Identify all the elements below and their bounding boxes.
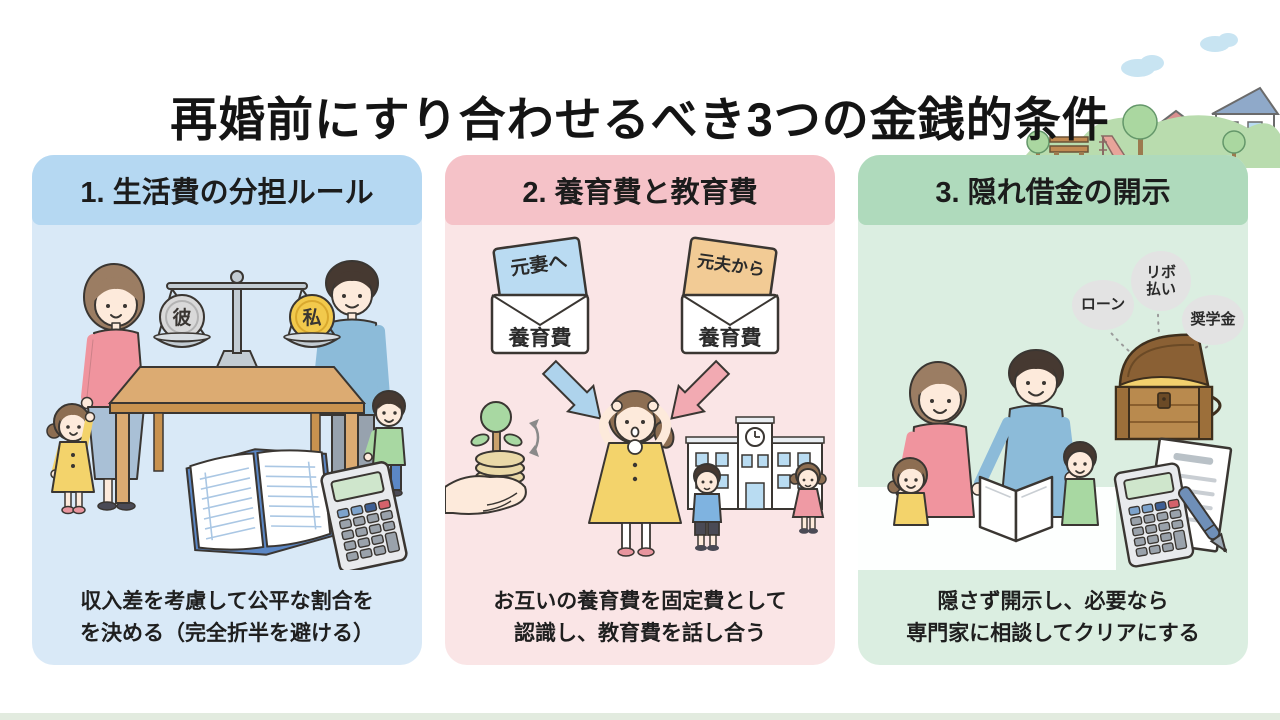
envelope-label: 養育費 — [508, 326, 572, 350]
cloud-icon — [1121, 33, 1238, 77]
caption-line: お互いの養育費を固定費として — [493, 589, 787, 613]
caption-line: 収入差を考慮して公平な割合を — [80, 589, 374, 613]
family-group — [887, 349, 1099, 543]
envelope-label: 養育費 — [698, 326, 762, 350]
caption-line: 認識し、教育費を話し合う — [514, 622, 766, 646]
debt-bubble-loan: ローン — [1072, 280, 1134, 330]
schoolgirl-figure — [789, 462, 827, 534]
envelope-from-ex-husband: 元夫から 養育費 — [680, 236, 780, 355]
hand-coins-sprout — [444, 401, 540, 515]
panel-1-heading: 1. 生活費の分担ルール — [32, 155, 422, 225]
envelope-to-ex-wife: 元妻へ 養育費 — [490, 236, 590, 355]
page-title: 再婚前にすり合わせるべき3つの金銭的条件 — [170, 93, 1110, 147]
panel-hidden-debt: 3. 隠れ借金の開示 — [858, 155, 1248, 665]
debt-trails — [1107, 312, 1211, 366]
panel-3-illustration: ローン リボ払い 奨学金 — [858, 225, 1248, 570]
panel-living-cost-rules: 1. 生活費の分担ルール — [32, 155, 422, 665]
arrow-blue-icon — [541, 359, 602, 420]
panel-child-support: 2. 養育費と教育費 元妻へ 養育費 元夫から — [444, 155, 835, 665]
coin-me-label: 私 — [302, 307, 321, 329]
caption-line: を決める（完全折半を避ける） — [80, 622, 374, 646]
balance-scale: 彼 私 — [153, 270, 341, 368]
debt-bubble-scholarship: 奨学金 — [1182, 295, 1244, 345]
girl-figure — [46, 403, 96, 515]
caption-line: 専門家に相談してクリアにする — [906, 622, 1200, 646]
calculator-icon — [1113, 462, 1195, 568]
ledger-book — [185, 448, 336, 556]
treasure-chest — [1114, 333, 1222, 441]
panel-1-illustration: 彼 私 — [32, 225, 422, 573]
boy-figure — [363, 390, 406, 497]
pen-icon — [1177, 486, 1228, 554]
arrow-pink-icon — [670, 359, 731, 420]
schoolboy-figure — [691, 463, 723, 551]
debt-bubble-revolving: リボ払い — [1131, 251, 1191, 311]
table — [107, 366, 367, 504]
child-figure — [588, 390, 682, 557]
panel-2-illustration: 元妻へ 養育費 元夫から 養育費 — [444, 225, 835, 570]
panel-2-heading: 2. 養育費と教育費 — [445, 155, 835, 225]
panel-3-heading: 3. 隠れ借金の開示 — [858, 155, 1248, 225]
calculator-icon — [320, 461, 408, 573]
caption-line: 隠さず開示し、必要なら — [937, 589, 1169, 613]
panel-1-caption: 収入差を考慮して公平な割合を を決める（完全折半を避ける） — [38, 586, 416, 651]
panel-3-caption: 隠さず開示し、必要なら 専門家に相談してクリアにする — [864, 586, 1242, 651]
ground-strip — [0, 713, 1280, 720]
coin-him-label: 彼 — [172, 306, 191, 329]
panel-2-caption: お互いの養育費を固定費として 認識し、教育費を話し合う — [451, 586, 829, 651]
